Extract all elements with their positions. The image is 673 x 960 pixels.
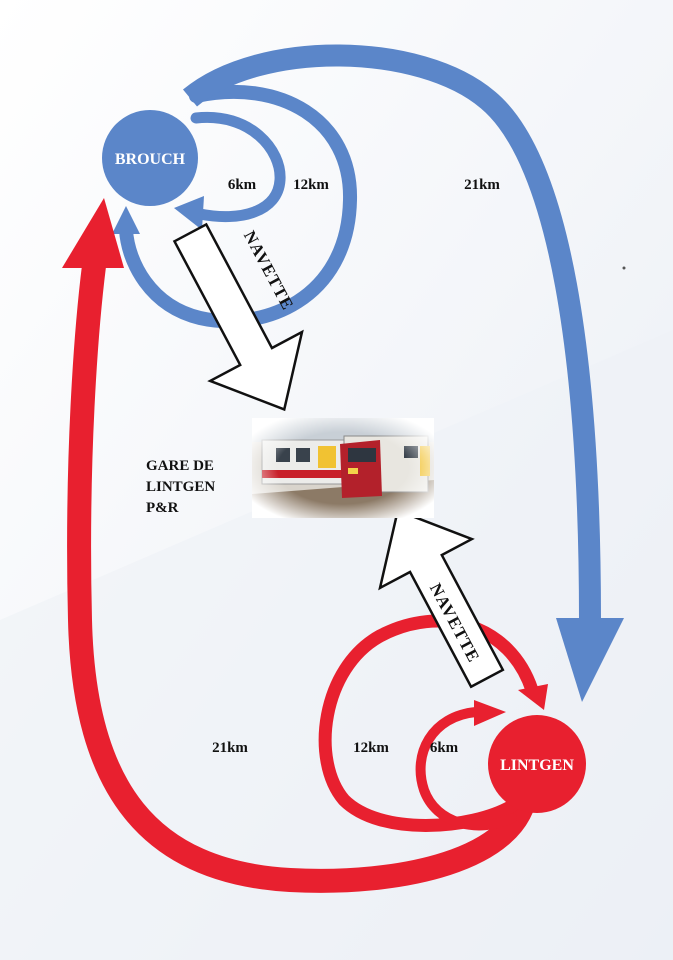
background-shade [0, 330, 673, 960]
brouch-6km-loop [190, 111, 286, 223]
lintgen-21km-label: 21km [212, 740, 248, 756]
brouch-21km-label: 21km [464, 177, 500, 193]
brouch-circle [102, 110, 198, 206]
train-photo [252, 418, 434, 518]
lintgen-21km-arrowhead [62, 198, 124, 268]
lintgen-6km-loop [415, 707, 517, 831]
brouch-12km-label: 12km [293, 177, 329, 193]
lintgen-12km-arrowhead [518, 684, 548, 710]
lintgen-node: LINTGEN [488, 715, 586, 813]
navette-top-shape [172, 222, 304, 412]
station-line-1: GARE DE [146, 458, 214, 474]
station-label: GARE DE LINTGEN P&R [146, 456, 286, 519]
photo-vignette [252, 418, 434, 518]
lintgen-12km-label: 12km [353, 740, 389, 756]
brouch-loops [112, 44, 624, 702]
brouch-label: BROUCH [115, 151, 186, 168]
lintgen-6km-label: 6km [430, 740, 459, 756]
brouch-6km-arrowhead [174, 196, 204, 230]
station-line-2: LINTGEN [146, 479, 216, 495]
lintgen-label: LINTGEN [500, 757, 574, 774]
station-line-3: P&R [146, 500, 179, 516]
brouch-node: BROUCH [102, 110, 198, 206]
brouch-21km-route [182, 44, 601, 621]
lintgen-6km-arrowhead [474, 700, 506, 726]
brouch-21km-arrowhead [556, 618, 624, 702]
brouch-12km-loop [119, 85, 358, 329]
brouch-12km-arrowhead [112, 206, 140, 234]
speck-mark [622, 266, 626, 270]
brouch-6km-label: 6km [228, 177, 257, 193]
lintgen-circle [488, 715, 586, 813]
navette-bottom-shape [378, 508, 505, 689]
lintgen-21km-route [67, 264, 538, 893]
